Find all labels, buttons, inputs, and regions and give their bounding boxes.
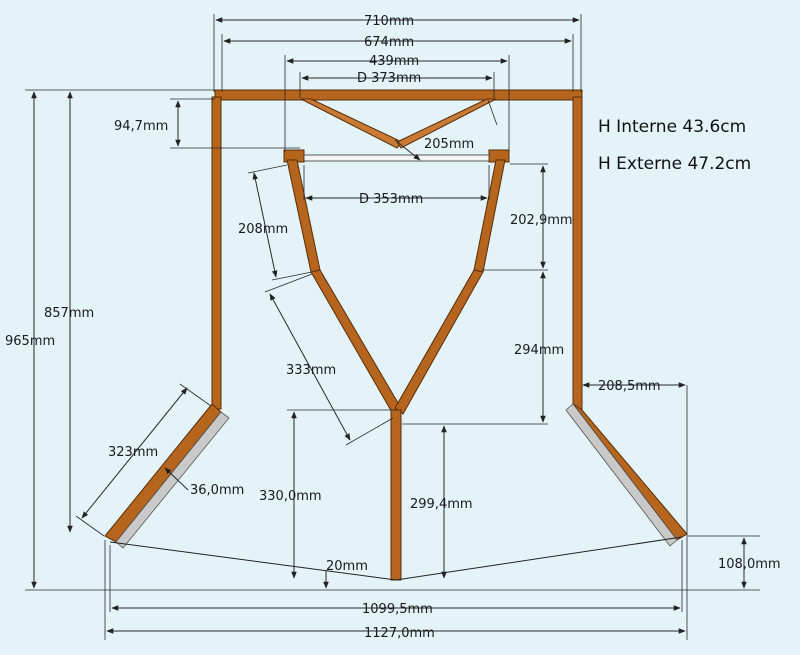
dim-left-323: 323mm xyxy=(108,445,158,460)
left-flare xyxy=(104,403,222,543)
right-flare xyxy=(572,403,688,541)
dim-top-710: 710mm xyxy=(364,14,414,29)
left-flare-panel xyxy=(115,411,230,549)
dim-10995: 1099,5mm xyxy=(362,602,433,617)
dim-1127: 1127,0mm xyxy=(364,626,435,641)
funnel-right-lower xyxy=(394,269,484,415)
dim-left-333: 333mm xyxy=(286,363,336,378)
funnel-left-lower xyxy=(310,269,402,415)
dim-left-208: 208mm xyxy=(238,222,288,237)
dim-205: 205mm xyxy=(424,137,474,152)
dim-top-d373: D 373mm xyxy=(357,71,421,86)
dim-left-965: 965mm xyxy=(5,334,55,349)
funnel-right-upper xyxy=(473,159,506,273)
left-post xyxy=(211,96,222,410)
right-post xyxy=(572,96,583,410)
dim-top-439: 439mm xyxy=(369,54,419,69)
dim-20: 20mm xyxy=(326,559,368,574)
dim-right-294: 294mm xyxy=(514,343,564,358)
dim-330: 330,0mm xyxy=(259,489,322,504)
right-flare-panel xyxy=(565,403,678,547)
dimension-lines xyxy=(31,17,747,634)
dim-h94: 94,7mm xyxy=(114,119,168,134)
notes: H Interne 43.6cm H Externe 47.2cm xyxy=(598,117,751,174)
inner-crossbar xyxy=(303,154,490,162)
funnel-left-upper xyxy=(286,159,321,273)
note-h-interne: H Interne 43.6cm xyxy=(598,117,746,137)
bottom-profile xyxy=(109,536,683,581)
dim-right-202: 202,9mm xyxy=(510,213,573,228)
top-beam xyxy=(214,89,583,101)
dim-2994: 299,4mm xyxy=(410,497,473,512)
dim-108: 108,0mm xyxy=(718,557,781,572)
dim-36: 36,0mm xyxy=(190,483,244,498)
dim-top-674: 674mm xyxy=(364,35,414,50)
dim-d353: D 353mm xyxy=(359,192,423,207)
note-h-externe: H Externe 47.2cm xyxy=(598,154,751,174)
top-truss-right xyxy=(396,98,497,149)
top-truss-left xyxy=(300,98,403,149)
extension-lines xyxy=(25,14,760,640)
dim-right-2085: 208,5mm xyxy=(598,379,661,394)
dim-left-857: 857mm xyxy=(44,306,94,321)
dimension-labels: 710mm 674mm 439mm D 373mm D 353mm 94,7mm… xyxy=(5,14,781,641)
center-post xyxy=(390,409,402,581)
